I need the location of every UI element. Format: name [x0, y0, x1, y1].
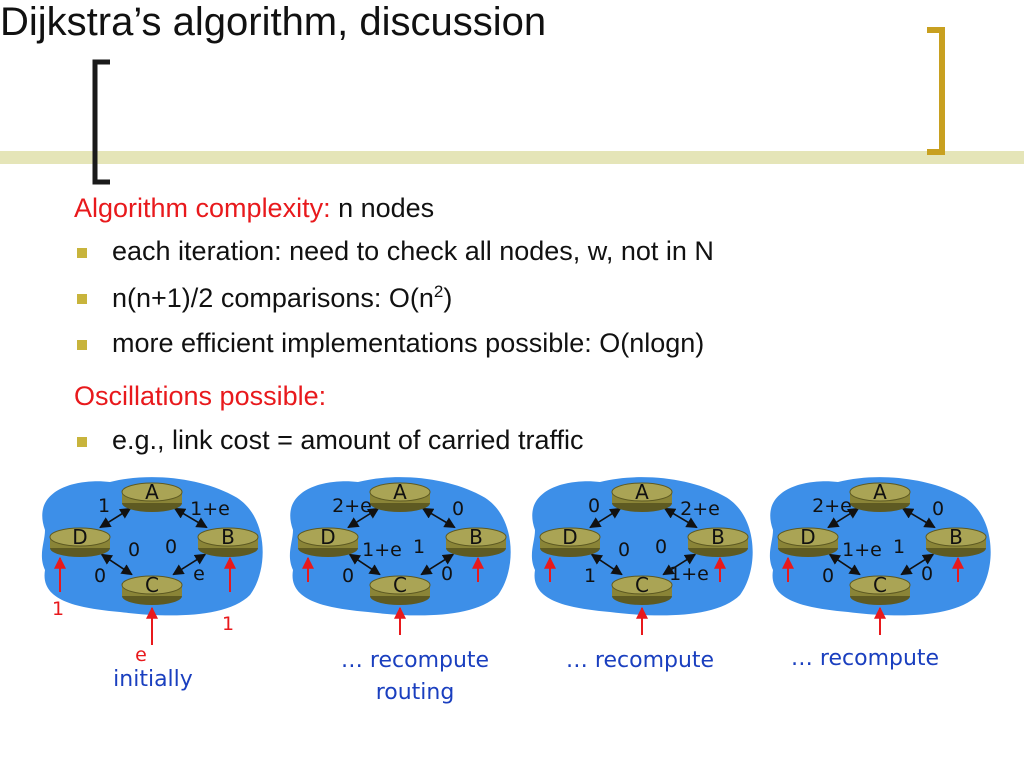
- link-arrow: [663, 507, 698, 529]
- link-cost-label: 1: [413, 536, 425, 558]
- link-arrow: [590, 553, 623, 576]
- router-label-d: D: [562, 525, 577, 549]
- bullet-icon: [77, 294, 87, 304]
- link-arrow: [589, 507, 622, 529]
- link-arrow: [827, 507, 860, 529]
- router-label-b: B: [949, 525, 963, 549]
- bullet-icon: [77, 248, 87, 258]
- bullet-icon: [77, 340, 87, 350]
- link-cost-label: 1+e: [842, 539, 882, 561]
- router-label-a: A: [873, 480, 887, 504]
- router-label-d: D: [72, 525, 87, 549]
- link-cost-label: e: [193, 563, 205, 585]
- bullet-text-close: ): [443, 283, 453, 313]
- link-cost-label: 0: [588, 495, 600, 517]
- link-arrow: [900, 553, 935, 576]
- bullet-icon: [77, 437, 87, 447]
- link-cost-label: 0: [655, 536, 667, 558]
- oscillations-heading: Oscillations possible:: [74, 381, 327, 411]
- link-cost-label: 0: [822, 565, 834, 587]
- link-arrow: [348, 553, 381, 576]
- router-label-c: C: [873, 573, 887, 597]
- link-arrow: [173, 507, 208, 529]
- link-cost-label: 2+e: [812, 495, 852, 517]
- link-cost-label: 2+e: [332, 495, 372, 517]
- link-cost-label: 0: [921, 563, 933, 585]
- caption-line: … recompute: [790, 646, 940, 671]
- link-arrow: [421, 507, 456, 529]
- complexity-line: Algorithm complexity: n nodes: [74, 193, 434, 224]
- traffic-label: e: [135, 644, 147, 666]
- complexity-rest: n nodes: [330, 193, 435, 223]
- link-cost-label: 0: [618, 539, 630, 561]
- link-cost-label: 2+e: [680, 498, 720, 520]
- bullet-text: each iteration: need to check all nodes,…: [112, 236, 714, 266]
- caption-line: routing: [375, 680, 455, 705]
- link-cost-label: 0: [342, 565, 354, 587]
- router-label-b: B: [221, 525, 235, 549]
- bullet-text: more efficient implementations possible:…: [112, 328, 705, 358]
- link-arrow: [347, 507, 380, 529]
- router-label-c: C: [393, 573, 407, 597]
- link-cost-label: 0: [94, 565, 106, 587]
- link-cost-label: 0: [441, 563, 453, 585]
- superscript: 2: [433, 282, 444, 301]
- link-arrow: [99, 507, 132, 529]
- link-cost-label: 0: [452, 498, 464, 520]
- router-label-b: B: [711, 525, 725, 549]
- slide-title: Dijkstra’s algorithm, discussion: [0, 0, 547, 44]
- caption-recompute: … recompute: [770, 643, 960, 675]
- link-cost-label: 0: [932, 498, 944, 520]
- router-label-c: C: [145, 573, 159, 597]
- link-arrow: [901, 507, 936, 529]
- link-cost-label: 1: [893, 536, 905, 558]
- link-arrow: [420, 553, 455, 576]
- link-arrow: [828, 553, 861, 576]
- link-cost-label: 0: [165, 536, 177, 558]
- link-arrow: [662, 553, 697, 576]
- router-label-a: A: [635, 480, 649, 504]
- router-label-a: A: [393, 480, 407, 504]
- bullet-text: n(n+1)/2 comparisons: O(n2): [112, 282, 452, 314]
- title-underline-bar: [0, 151, 1024, 164]
- caption-recompute: … recompute: [550, 645, 730, 677]
- bullet-text: e.g., link cost = amount of carried traf…: [112, 425, 584, 455]
- traffic-label: 1: [52, 598, 64, 620]
- caption-line: initially: [113, 667, 193, 692]
- router-label-a: A: [145, 480, 159, 504]
- link-cost-label: 1: [98, 495, 110, 517]
- complexity-heading: Algorithm complexity:: [74, 193, 331, 223]
- caption-line: … recompute: [565, 648, 715, 673]
- router-label-d: D: [800, 525, 815, 549]
- router-label-d: D: [320, 525, 335, 549]
- link-arrow: [172, 553, 207, 576]
- link-cost-label: 1+e: [362, 539, 402, 561]
- link-arrow: [100, 553, 133, 576]
- caption-recompute-routing: … recompute routing: [320, 645, 510, 709]
- link-cost-label: 1: [584, 565, 596, 587]
- link-cost-label: 0: [128, 539, 140, 561]
- router-label-b: B: [469, 525, 483, 549]
- link-cost-label: 1+e: [190, 498, 230, 520]
- traffic-label: 1: [222, 613, 234, 635]
- link-cost-label: 1+e: [669, 563, 709, 585]
- left-bracket: [92, 59, 110, 185]
- bullet-text-main: n(n+1)/2 comparisons: O(n: [112, 283, 434, 313]
- right-bracket: [927, 27, 945, 155]
- caption-initially: initially: [88, 664, 218, 696]
- router-label-c: C: [635, 573, 649, 597]
- caption-line: … recompute: [340, 648, 490, 673]
- title-decoration: [0, 27, 1024, 185]
